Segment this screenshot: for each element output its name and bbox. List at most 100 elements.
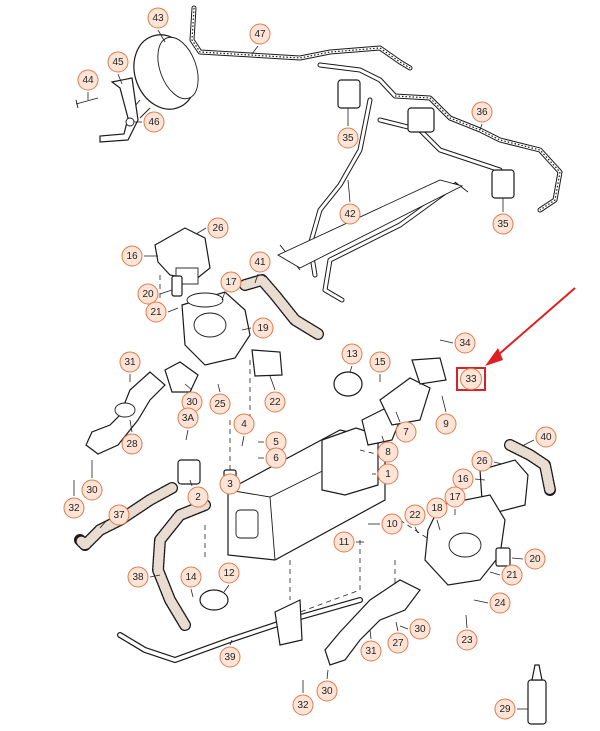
callout-36[interactable]: 36 (471, 101, 493, 123)
callout-circle (207, 217, 229, 239)
callout-circle (177, 407, 199, 429)
callout-26[interactable]: 26 (207, 217, 229, 239)
leader-line-c39 (229, 639, 233, 646)
connector-2 (177, 459, 201, 485)
callout-8[interactable]: 8 (377, 441, 399, 463)
callout-7[interactable]: 7 (395, 421, 417, 443)
callout-label: 38 (132, 572, 144, 583)
callout-9[interactable]: 9 (435, 413, 457, 435)
callout-label: 32 (297, 700, 309, 711)
callout-6[interactable]: 6 (265, 447, 287, 469)
callout-16[interactable]: 16 (121, 245, 143, 267)
callout-45[interactable]: 45 (107, 51, 129, 73)
callout-label: 46 (148, 117, 160, 128)
callout-29[interactable]: 29 (494, 698, 516, 720)
callout-20[interactable]: 20 (524, 548, 546, 570)
egr-cooler (227, 427, 386, 561)
callout-20[interactable]: 20 (137, 283, 159, 305)
callout-3A[interactable]: 3A (177, 407, 199, 429)
callout-34[interactable]: 34 (454, 332, 476, 354)
callout-circle (119, 351, 141, 373)
callout-1[interactable]: 1 (377, 463, 399, 485)
callout-37[interactable]: 37 (108, 504, 130, 526)
leader-line-c34 (439, 339, 454, 344)
parts-drawings (74, 5, 563, 725)
callout-18[interactable]: 18 (426, 497, 448, 519)
callout-10[interactable]: 10 (381, 513, 403, 535)
callout-label: 17 (225, 277, 237, 288)
callout-circle (187, 486, 209, 508)
callout-33-box[interactable]: 33 (456, 367, 486, 391)
leader-line-c36 (479, 123, 483, 131)
callout-39[interactable]: 39 (219, 646, 241, 668)
callout-30[interactable]: 30 (316, 680, 338, 702)
callout-circle (219, 473, 241, 495)
leader-line-c21a (167, 307, 179, 313)
callout-47[interactable]: 47 (249, 23, 271, 45)
callout-26[interactable]: 26 (471, 450, 493, 472)
callout-circle (492, 213, 514, 235)
callout-17[interactable]: 17 (220, 271, 242, 293)
callout-21[interactable]: 21 (145, 301, 167, 323)
callout-3[interactable]: 3 (219, 473, 241, 495)
callout-15[interactable]: 15 (369, 351, 391, 373)
callout-16[interactable]: 16 (452, 468, 474, 490)
callout-23[interactable]: 23 (456, 629, 478, 651)
leader-line-c22b (414, 526, 419, 534)
callout-14[interactable]: 14 (180, 566, 202, 588)
callout-31[interactable]: 31 (119, 351, 141, 373)
callout-circle (501, 564, 523, 586)
callout-circle (127, 566, 149, 588)
callout-43[interactable]: 43 (147, 7, 169, 29)
callout-35[interactable]: 35 (492, 213, 514, 235)
callout-13[interactable]: 13 (341, 343, 363, 365)
callout-21[interactable]: 21 (501, 564, 523, 586)
callout-circle (337, 127, 359, 149)
callout-24[interactable]: 24 (489, 592, 511, 614)
callout-25[interactable]: 25 (209, 393, 231, 415)
callout-19[interactable]: 19 (252, 317, 274, 339)
leader-line-c7 (395, 411, 401, 423)
callout-circle (333, 531, 355, 553)
exhaust-pipe-27 (324, 579, 421, 666)
callout-46[interactable]: 46 (143, 111, 165, 133)
callout-label: 3A (182, 413, 195, 424)
callout-label: 30 (86, 485, 98, 496)
callout-12[interactable]: 12 (218, 562, 240, 584)
callout-42[interactable]: 42 (339, 203, 361, 225)
leader-line-c19 (241, 327, 252, 331)
callout-4[interactable]: 4 (233, 413, 255, 435)
callout-17[interactable]: 17 (444, 486, 466, 508)
callout-31[interactable]: 31 (360, 640, 382, 662)
callout-2[interactable]: 2 (187, 486, 209, 508)
callout-22[interactable]: 22 (264, 391, 286, 413)
callout-circle (316, 680, 338, 702)
callout-40[interactable]: 40 (535, 426, 557, 448)
callout-label: 16 (126, 251, 138, 262)
leader-line-c16b (474, 478, 486, 481)
callout-circle (209, 393, 231, 415)
callout-32[interactable]: 32 (63, 497, 85, 519)
callout-label: 27 (392, 638, 404, 649)
callout-circle (121, 433, 143, 455)
callout-circle (381, 513, 403, 535)
callout-35[interactable]: 35 (337, 127, 359, 149)
callout-44[interactable]: 44 (77, 69, 99, 91)
callout-label: 31 (365, 646, 377, 657)
callout-32[interactable]: 32 (292, 694, 314, 716)
callout-30[interactable]: 30 (81, 479, 103, 501)
callout-label: 39 (224, 652, 236, 663)
callout-circle (360, 640, 382, 662)
leader-line-c27 (395, 621, 399, 632)
callout-28[interactable]: 28 (121, 433, 143, 455)
callout-30[interactable]: 30 (409, 618, 431, 640)
callout-circle (452, 468, 474, 490)
callout-circle (426, 497, 448, 519)
callout-38[interactable]: 38 (127, 566, 149, 588)
callout-22[interactable]: 22 (404, 504, 426, 526)
callout-41[interactable]: 41 (249, 251, 271, 273)
callout-11[interactable]: 11 (333, 531, 355, 553)
callout-27[interactable]: 27 (387, 632, 409, 654)
callout-circle (107, 51, 129, 73)
leader-line-c42 (347, 179, 351, 203)
